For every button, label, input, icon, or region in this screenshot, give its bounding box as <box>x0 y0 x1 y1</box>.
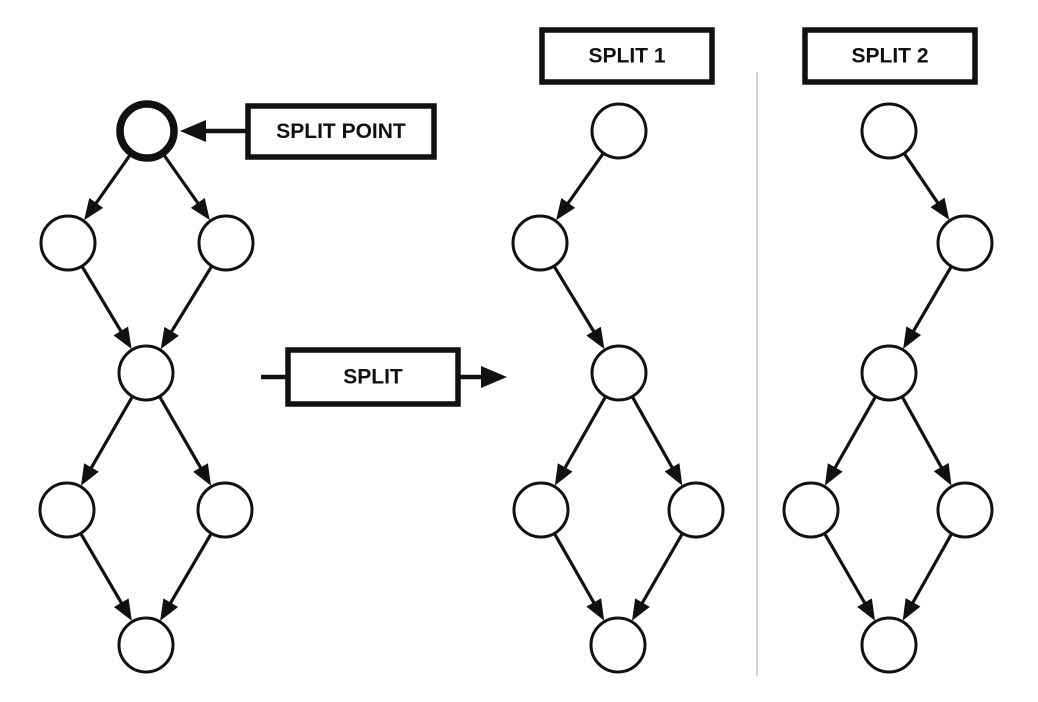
split-point-box-frame <box>245 103 437 160</box>
graph-edge-arrowhead <box>632 598 650 621</box>
graph-node[interactable] <box>197 214 255 272</box>
graph-edge <box>909 266 953 337</box>
split-2-box[interactable]: SPLIT 2 <box>802 27 978 85</box>
graph-edge <box>563 152 605 209</box>
split-point-pointer-arrowhead <box>180 120 206 142</box>
graph-edges-layer <box>79 152 953 621</box>
graph-node[interactable] <box>196 481 254 539</box>
graph-edge <box>831 396 877 473</box>
graph-edge-arrowhead <box>80 463 99 486</box>
split-operation-box-text: SPLIT <box>343 366 403 389</box>
graph-node[interactable] <box>117 616 175 674</box>
graph-edge <box>823 533 869 608</box>
graph-node[interactable] <box>512 481 570 539</box>
split-point-box-text: SPLIT POINT <box>276 120 406 143</box>
graph-edge <box>553 266 598 337</box>
graph-edge <box>901 396 946 473</box>
graph-edge <box>631 396 676 473</box>
graph-edge <box>167 266 213 337</box>
graph-edge-arrowhead <box>554 463 573 486</box>
split-point-box[interactable]: SPLIT POINT <box>245 103 437 160</box>
split-2-graph-edges <box>823 153 953 621</box>
graph-edge-arrowhead <box>586 326 605 350</box>
graph-edge <box>903 153 942 208</box>
split-operation-box-frame <box>285 347 461 407</box>
graph-node[interactable] <box>117 344 175 402</box>
graph-edge <box>79 533 126 609</box>
graph-edge-arrowhead <box>857 598 875 621</box>
graph-node[interactable] <box>590 344 648 402</box>
graph-edge-arrowhead <box>160 326 179 350</box>
split-1-graph-nodes <box>511 102 725 674</box>
graph-edge-arrowhead <box>586 598 605 621</box>
graph-edge <box>87 396 134 473</box>
split-2-graph-nodes <box>782 102 994 674</box>
graph-edge-arrowhead <box>902 598 921 621</box>
graph-node[interactable] <box>860 102 918 160</box>
graph-edge-arrowhead <box>903 326 922 349</box>
graph-edge-arrowhead <box>933 463 952 486</box>
graph-node[interactable] <box>782 481 840 539</box>
graph-node[interactable] <box>860 616 918 674</box>
split-1-box[interactable]: SPLIT 1 <box>539 27 715 85</box>
graph-node[interactable] <box>936 481 994 539</box>
graph-edge <box>91 154 132 209</box>
graph-edge-arrowhead <box>160 598 179 621</box>
graph-node[interactable] <box>936 214 994 272</box>
original-graph-nodes <box>38 100 255 674</box>
graph-node[interactable] <box>590 102 648 160</box>
split-point-node[interactable] <box>116 100 178 162</box>
graph-nodes-layer <box>38 100 994 674</box>
graph-edge-arrowhead <box>930 197 950 220</box>
graph-edge-arrowhead <box>113 598 132 621</box>
graph-edge <box>638 533 684 608</box>
graph-node[interactable] <box>511 214 569 272</box>
split-operation-box[interactable]: SPLIT <box>285 347 461 407</box>
graph-edge <box>561 396 607 473</box>
graph-edge-arrowhead <box>113 326 132 349</box>
graph-node[interactable] <box>667 481 725 539</box>
graph-edge-arrowhead <box>824 463 843 486</box>
split-1-graph-edges <box>553 152 684 621</box>
split-1-box-text: SPLIT 1 <box>588 45 665 68</box>
graph-edge <box>553 533 598 608</box>
graph-node[interactable] <box>38 481 96 539</box>
graph-edge <box>166 533 213 609</box>
graph-node[interactable] <box>860 344 918 402</box>
original-graph-edges <box>79 154 213 621</box>
graph-edge <box>81 266 125 337</box>
label-box-layer: SPLIT POINT SPLIT SPLIT 1 SPLIT 2 <box>245 27 978 407</box>
split-2-box-text: SPLIT 2 <box>851 45 928 68</box>
graph-edge <box>158 396 205 473</box>
graph-edge <box>909 533 953 608</box>
split-operation-outlet-arrowhead <box>481 366 507 388</box>
graph-edge <box>162 154 203 209</box>
graph-edge-arrowhead <box>664 463 683 486</box>
graph-node[interactable] <box>39 214 97 272</box>
graph-edge-arrowhead <box>190 198 210 221</box>
split-1-box-frame <box>539 27 715 85</box>
graph-edge-arrowhead <box>556 198 576 221</box>
graph-edge-arrowhead <box>84 198 104 221</box>
graph-edge-arrowhead <box>193 463 212 486</box>
split-2-box-frame <box>802 27 978 85</box>
graph-node[interactable] <box>589 616 647 674</box>
